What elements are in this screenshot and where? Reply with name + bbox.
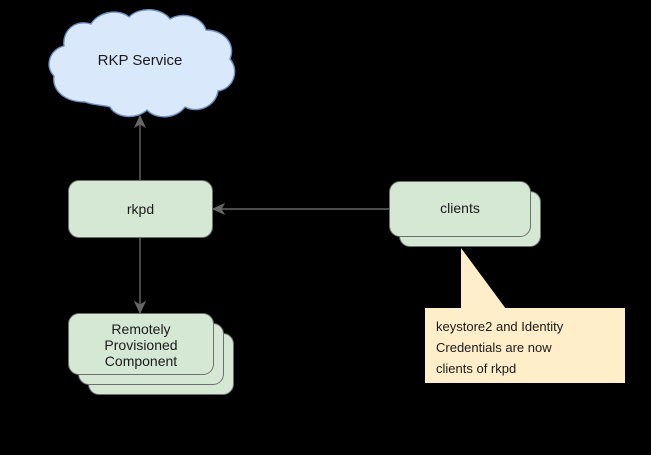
node-remotely-provisioned-component[interactable]: Remotely Provisioned Component: [68, 313, 234, 395]
clients-stack-layer-front: [389, 181, 531, 237]
node-clients[interactable]: clients: [389, 181, 541, 247]
rpc-stack-layer-front: [68, 313, 214, 375]
node-rkpd[interactable]: [68, 180, 213, 238]
node-clients-label: clients: [440, 200, 480, 216]
cloud-shape-rkp-service[interactable]: [44, 6, 236, 122]
cloud-label: RKP Service: [97, 52, 183, 69]
note-callout[interactable]: keystore2 and Identity Credentials are n…: [425, 308, 625, 383]
node-rpc-label: Remotely Provisioned Component: [104, 321, 178, 369]
note-text: keystore2 and Identity Credentials are n…: [436, 319, 564, 376]
note-tail: [461, 248, 509, 313]
